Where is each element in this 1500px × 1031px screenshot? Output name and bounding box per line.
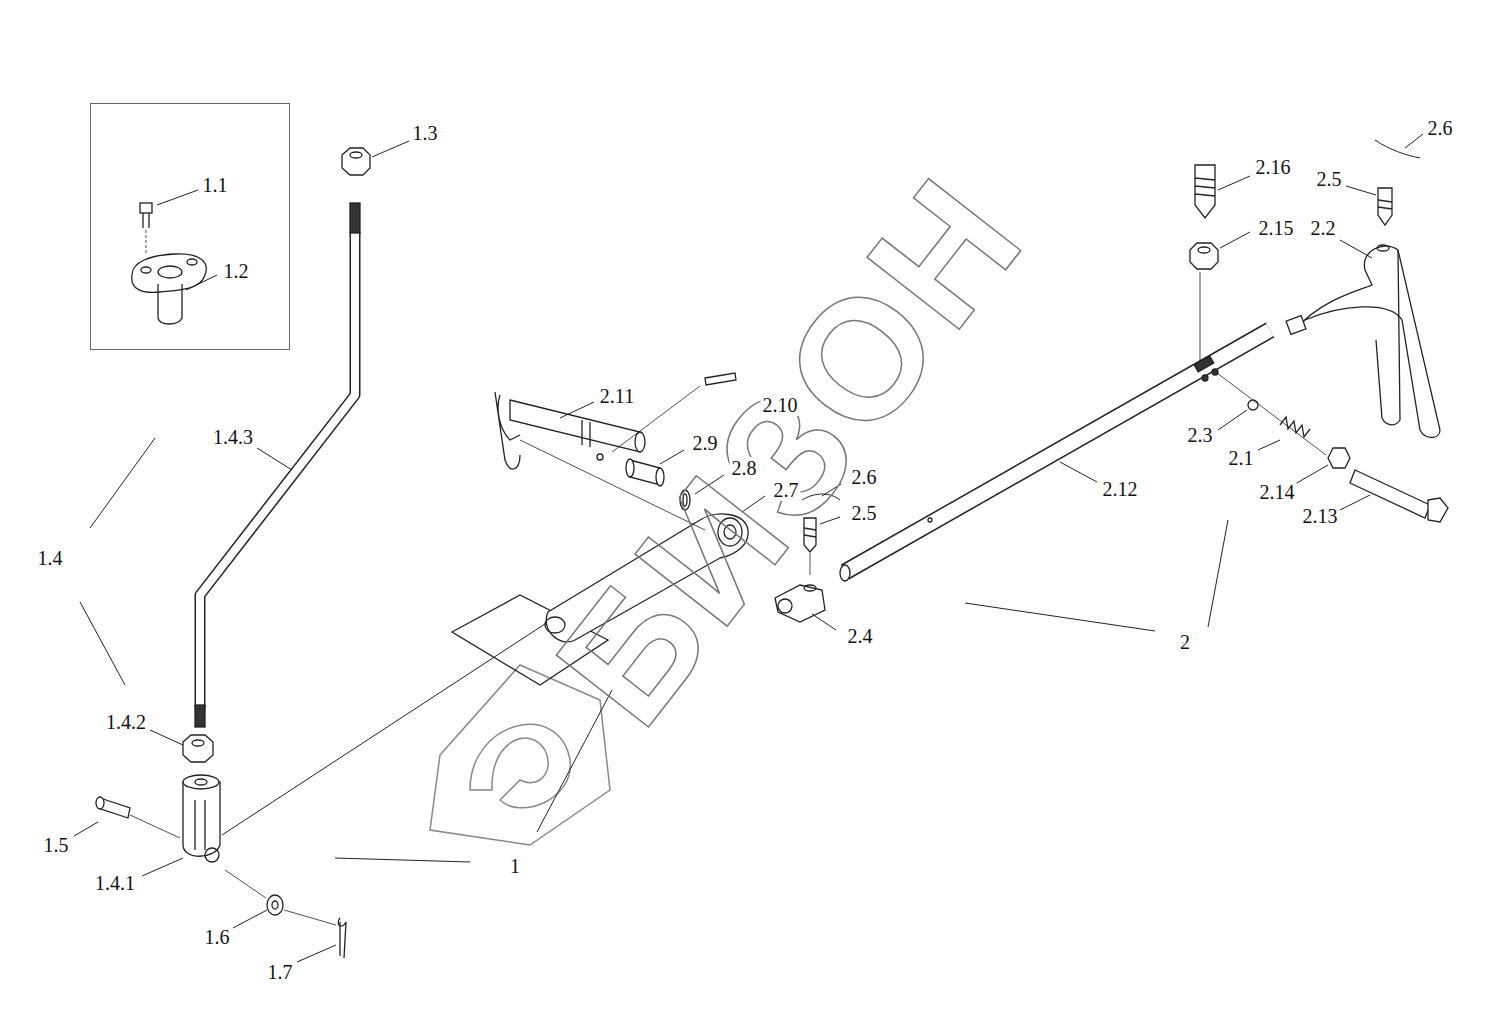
logo-watermark (430, 665, 610, 845)
callout-number: 2.12 (1101, 478, 1140, 500)
callout-number: 2.4 (846, 625, 875, 647)
callout-number: 2.16 (1254, 156, 1293, 178)
inset-frame: 1.1 1.2 (90, 103, 290, 350)
leader-lines (74, 134, 1423, 962)
inset-parts (132, 203, 207, 324)
callout-number: 1 (508, 855, 522, 877)
callout-number: 2.15 (1257, 217, 1296, 239)
callout-number: 2.10 (761, 394, 800, 416)
callout-number: 1.4.3 (211, 426, 255, 448)
callout-number: 1.7 (266, 961, 295, 983)
callout-number: 1.6 (203, 926, 232, 948)
callout-number: 2.6 (850, 466, 879, 488)
callout-number: 1.1 (201, 174, 230, 196)
callout-number: 1.5 (42, 834, 71, 856)
callout-number: 2.5 (1315, 168, 1344, 190)
callout-number: 1.4 (36, 547, 65, 569)
watermark: БИЗОН (528, 148, 1052, 752)
callout-number: 1.2 (222, 260, 251, 282)
callout-number: 2.5 (850, 502, 879, 524)
callout-number: 2.2 (1309, 217, 1338, 239)
callout-number: 2.9 (691, 432, 720, 454)
callout-number: 2.14 (1258, 481, 1297, 503)
callout-number: 2.3 (1186, 424, 1215, 446)
callout-number: 1.4.2 (104, 711, 148, 733)
callout-number: 2.1 (1227, 447, 1256, 469)
callout-number: 1.4.1 (93, 872, 137, 894)
callout-number: 2.11 (598, 385, 636, 407)
callout-number: 2.13 (1301, 505, 1340, 527)
callout-number: 2.7 (772, 479, 801, 501)
callout-number: 2.6 (1426, 117, 1455, 139)
callout-number: 1.3 (411, 122, 440, 144)
callout-number: 2.8 (730, 457, 759, 479)
callout-number: 2 (1178, 631, 1192, 653)
